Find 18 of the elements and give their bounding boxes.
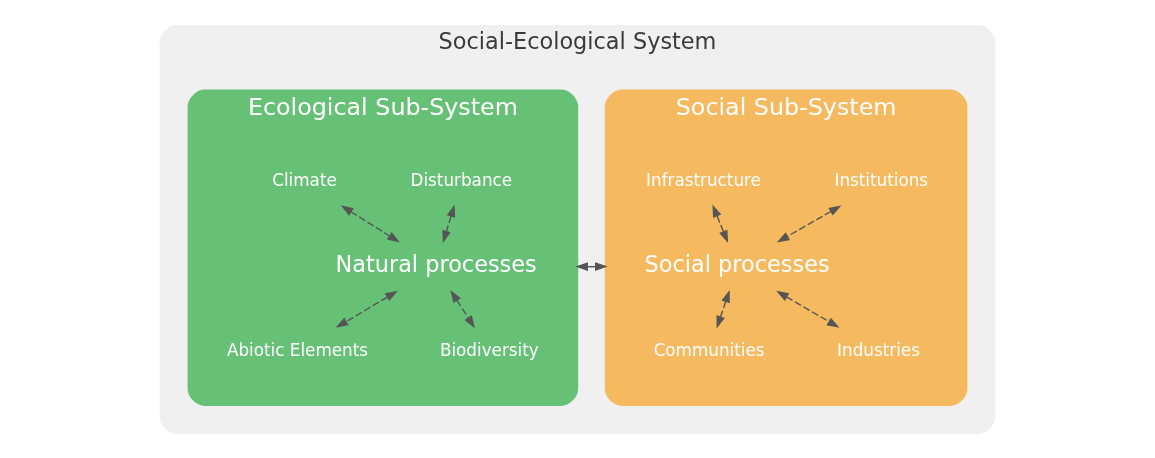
arrow <box>712 204 729 243</box>
arrow <box>776 290 840 328</box>
node-text: Infrastructure <box>646 169 761 190</box>
arrow <box>716 289 730 328</box>
arrow <box>335 290 398 328</box>
node-text: Institutions <box>834 169 929 190</box>
node-text: Abiotic Elements <box>226 339 369 360</box>
arrow <box>442 203 456 243</box>
node-text: Industries <box>837 339 920 360</box>
node-text: Climate <box>272 169 337 190</box>
arrow <box>340 204 400 242</box>
arrow <box>776 204 842 242</box>
node-text: Biodiversity <box>439 339 539 360</box>
node-text: Disturbance <box>410 169 513 190</box>
node-text: Social processes <box>644 250 830 277</box>
node-text: Communities <box>653 339 765 360</box>
arrow <box>450 289 475 328</box>
node-text: Natural processes <box>335 250 537 277</box>
